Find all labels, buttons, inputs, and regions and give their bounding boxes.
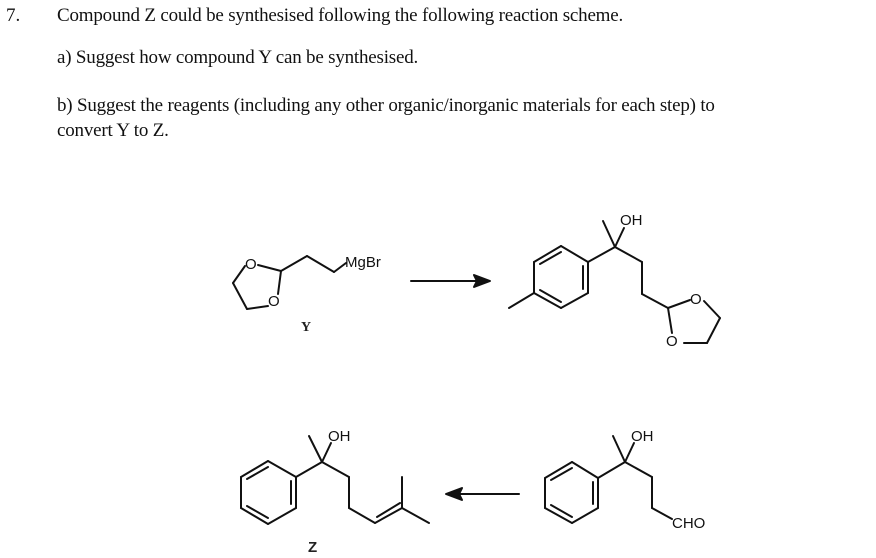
- reaction-arrow-left: [445, 487, 520, 501]
- mgbr-label: MgBr: [345, 254, 381, 271]
- intermediate-1-structure: [508, 220, 721, 344]
- cho-label: CHO: [672, 515, 705, 532]
- atom-o-int1-2: O: [666, 333, 678, 350]
- atom-o-int1-1: O: [690, 291, 702, 308]
- compound-z-structure: [240, 435, 430, 525]
- question-part-b-line2: convert Y to Z.: [57, 120, 169, 141]
- oh-label-intermediate-1: OH: [620, 212, 643, 229]
- compound-y-structure: [232, 255, 347, 310]
- question-part-a: a) Suggest how compound Y can be synthes…: [57, 47, 419, 68]
- intermediate-2-structure: [544, 435, 673, 524]
- atom-o-y-1: O: [245, 256, 257, 273]
- atom-o-y-2: O: [268, 293, 280, 310]
- oh-label-intermediate-2: OH: [631, 428, 654, 445]
- oh-label-z: OH: [328, 428, 351, 445]
- question-intro: Compound Z could be synthesised followin…: [57, 5, 624, 26]
- compound-z-label: Z: [308, 539, 317, 556]
- question-number: 7.: [6, 5, 21, 26]
- reaction-arrow-right: [410, 274, 491, 288]
- compound-y-label: Y: [301, 320, 311, 335]
- question-part-b-line1: b) Suggest the reagents (including any o…: [57, 95, 715, 116]
